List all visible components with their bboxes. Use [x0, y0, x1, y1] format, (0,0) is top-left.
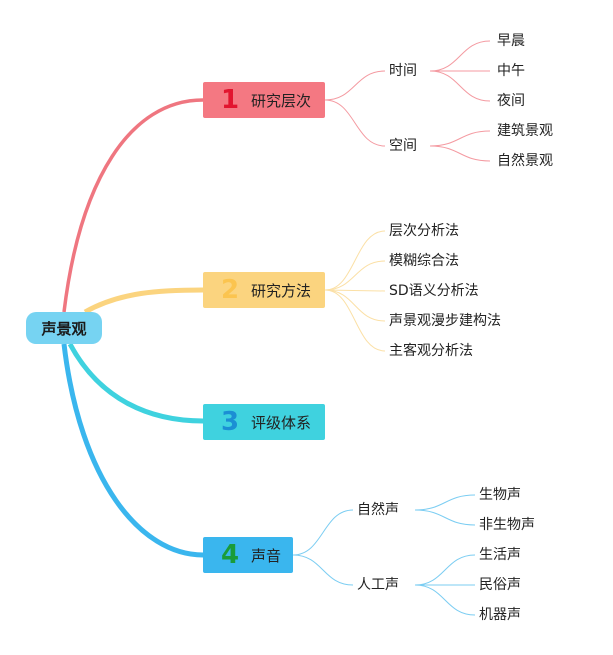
root-node[interactable]: 声景观 [26, 312, 102, 344]
topic-noon[interactable]: 中午 [497, 63, 525, 79]
topic-ahp[interactable]: 层次分析法 [389, 223, 459, 239]
topic-fuzzy[interactable]: 模糊综合法 [389, 253, 459, 269]
topic-artificial-sound[interactable]: 人工声 [357, 577, 399, 593]
topic-natural-sound[interactable]: 自然声 [357, 502, 399, 518]
topic-natural-landscape[interactable]: 自然景观 [497, 153, 553, 169]
topic-night[interactable]: 夜间 [497, 93, 525, 109]
topic-subjective-objective[interactable]: 主客观分析法 [389, 343, 473, 359]
branch-number-badge: 4 [221, 540, 240, 570]
topic-space[interactable]: 空间 [389, 138, 417, 154]
branch-label: 研究层次 [251, 91, 312, 110]
topic-sd-semantic[interactable]: SD语义分析法 [389, 283, 479, 299]
topic-living-sound[interactable]: 生活声 [479, 547, 521, 563]
branch-number-badge: 2 [221, 275, 240, 305]
branch-label: 评级体系 [251, 413, 312, 432]
branch-evaluation-system[interactable]: 3 评级体系 [203, 404, 325, 440]
branch-label: 研究方法 [251, 281, 312, 300]
link-root-branch4 [61, 343, 204, 558]
topic-nonbiological-sound[interactable]: 非生物声 [479, 517, 535, 533]
topic-morning[interactable]: 早晨 [497, 33, 525, 49]
topic-folk-sound[interactable]: 民俗声 [479, 577, 521, 593]
link-root-branch3 [67, 342, 204, 424]
topic-architecture-landscape[interactable]: 建筑景观 [497, 123, 553, 139]
branch-sound[interactable]: 4 声音 [203, 537, 293, 573]
topic-biological-sound[interactable]: 生物声 [479, 487, 521, 503]
link-root-branch2 [83, 287, 204, 315]
topic-time[interactable]: 时间 [389, 63, 417, 79]
branch-research-methods[interactable]: 2 研究方法 [203, 272, 325, 308]
topic-machine-sound[interactable]: 机器声 [479, 607, 521, 623]
link-root-branch1 [62, 98, 204, 313]
branch-label: 声音 [251, 546, 282, 565]
branch-number-badge: 1 [221, 85, 240, 115]
branch-number-badge: 3 [221, 407, 240, 437]
topic-soundwalk[interactable]: 声景观漫步建构法 [389, 313, 501, 329]
branch-research-levels[interactable]: 1 研究层次 [203, 82, 325, 118]
